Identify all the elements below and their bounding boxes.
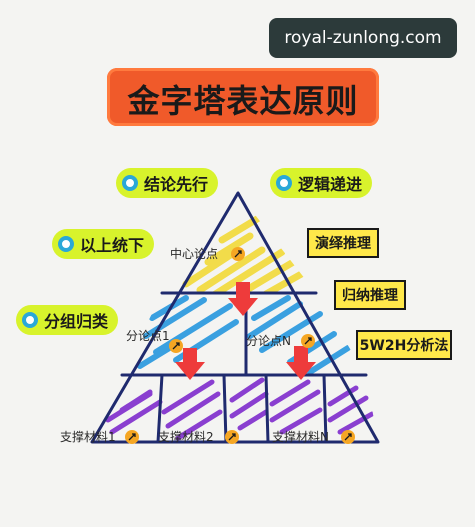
principle-top-down: 以上统下 — [52, 229, 155, 259]
bullet-icon — [58, 236, 74, 252]
link-icon — [125, 430, 139, 444]
link-icon — [169, 339, 183, 353]
principle-logical-progression: 逻辑递进 — [270, 168, 373, 198]
arrow-icon — [175, 348, 205, 380]
link-icon — [341, 430, 355, 444]
principle-grouping: 分组归类 — [16, 305, 119, 335]
bullet-icon — [122, 175, 138, 191]
top-hatch — [182, 212, 316, 293]
support-2-label: 支撑材料2 — [158, 429, 214, 444]
principle-label: 结论先行 — [144, 175, 209, 194]
principle-label: 逻辑递进 — [298, 175, 363, 194]
sub-point-1-label: 分论点1 — [126, 329, 170, 343]
central-point-label: 中心论点 — [170, 246, 218, 261]
arrow-icon — [228, 282, 258, 316]
support-1-label: 支撑材料1 — [60, 429, 116, 444]
bottom-hatch — [105, 377, 375, 441]
link-icon — [301, 334, 315, 348]
title-banner: 金字塔表达原则 — [107, 68, 379, 126]
watermark: royal-zunlong.com — [269, 18, 457, 58]
method-deduction: 演绎推理 — [307, 228, 379, 258]
method-5w2h: 5W2H分析法 — [356, 330, 452, 360]
sub-point-n-label: 分论点N — [246, 334, 291, 348]
principle-conclusion-first: 结论先行 — [116, 168, 219, 198]
link-icon — [225, 430, 239, 444]
link-icon — [231, 247, 245, 261]
page-title: 金字塔表达原则 — [127, 82, 359, 120]
principle-label: 分组归类 — [44, 312, 109, 331]
bullet-icon — [22, 312, 38, 328]
bullet-icon — [276, 175, 292, 191]
principle-label: 以上统下 — [80, 236, 145, 255]
method-induction: 归纳推理 — [334, 280, 406, 310]
arrow-icon — [286, 346, 316, 380]
support-n-label: 支撑材料N — [272, 429, 329, 444]
